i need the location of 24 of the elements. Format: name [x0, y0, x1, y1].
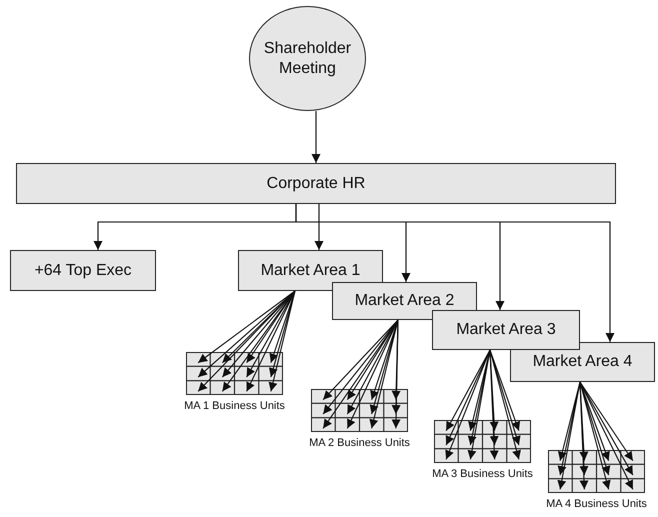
org-box [238, 250, 383, 291]
org-box [510, 342, 655, 382]
grid-caption: MA 3 Business Units [432, 468, 533, 480]
grid-caption: MA 2 Business Units [309, 437, 410, 449]
node-label: Corporate HR [266, 174, 366, 194]
node-label: Market Area 3 [456, 320, 556, 340]
arrow [312, 111, 320, 163]
grid-caption: MA 1 Business Units [184, 400, 285, 412]
node-label: Market Area 4 [532, 352, 632, 372]
org-box [16, 163, 616, 204]
arrow [558, 382, 581, 461]
org-box [432, 310, 580, 350]
node-label: +64 Top Exec [34, 260, 132, 280]
arrow [295, 204, 614, 342]
grid-caption: MA 4 Business Units [546, 498, 647, 510]
node-label: Market Area 1 [260, 260, 360, 280]
arrow [314, 204, 324, 250]
node-label: Market Area 2 [354, 291, 454, 311]
org-box [10, 250, 156, 291]
arrow [445, 350, 491, 460]
node-label: Shareholder Meeting [262, 38, 352, 78]
arrow [198, 290, 296, 364]
org-box [332, 282, 477, 320]
arrow [557, 382, 581, 490]
